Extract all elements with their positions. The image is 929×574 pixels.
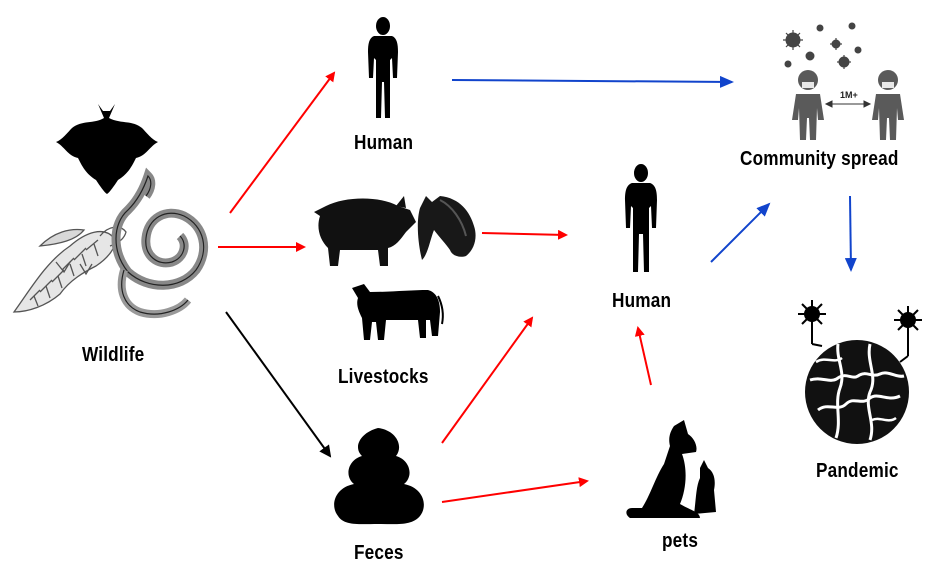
label-wildlife: Wildlife <box>82 344 144 367</box>
pangolin-icon <box>14 227 126 312</box>
arrows <box>218 73 851 502</box>
virus-icon <box>798 300 826 346</box>
distance-arrow <box>826 101 870 107</box>
horse-icon <box>418 196 476 260</box>
label-feces: Feces <box>354 542 404 565</box>
label-human-middle: Human <box>612 290 671 313</box>
label-livestocks: Livestocks <box>338 366 429 389</box>
arrow-human-to-community <box>452 80 732 82</box>
arrow-wildlife-to-feces <box>226 312 330 456</box>
label-human-top: Human <box>354 132 413 155</box>
arrow-feces-to-pets <box>442 481 587 502</box>
arrow-wildlife-to-human <box>230 73 334 213</box>
arrow-human-to-community-spread <box>711 204 769 262</box>
globe-icon <box>805 340 909 444</box>
human-icon-top <box>368 17 398 118</box>
community-spread-icon <box>783 23 904 140</box>
arrow-community-to-pandemic <box>850 196 851 270</box>
masked-person-icon <box>792 70 824 140</box>
arrow-feces-to-human <box>442 318 532 443</box>
pandemic-icon <box>798 300 922 444</box>
label-pandemic: Pandemic <box>816 460 899 483</box>
human-icon-middle <box>625 164 657 272</box>
cow-icon <box>352 284 443 340</box>
label-distance: 1M+ <box>840 90 858 100</box>
label-community-spread: Community spread <box>740 148 899 171</box>
label-pets: pets <box>662 530 698 553</box>
feces-icon <box>334 428 424 524</box>
virus-icon <box>783 23 861 69</box>
virus-icon <box>894 306 922 362</box>
snake-icon <box>116 176 204 314</box>
pig-icon <box>314 196 416 266</box>
arrow-livestocks-to-human <box>482 233 566 235</box>
arrow-pets-to-human <box>638 328 651 385</box>
dog-cat-icon <box>626 420 716 518</box>
masked-person-icon <box>872 70 904 140</box>
